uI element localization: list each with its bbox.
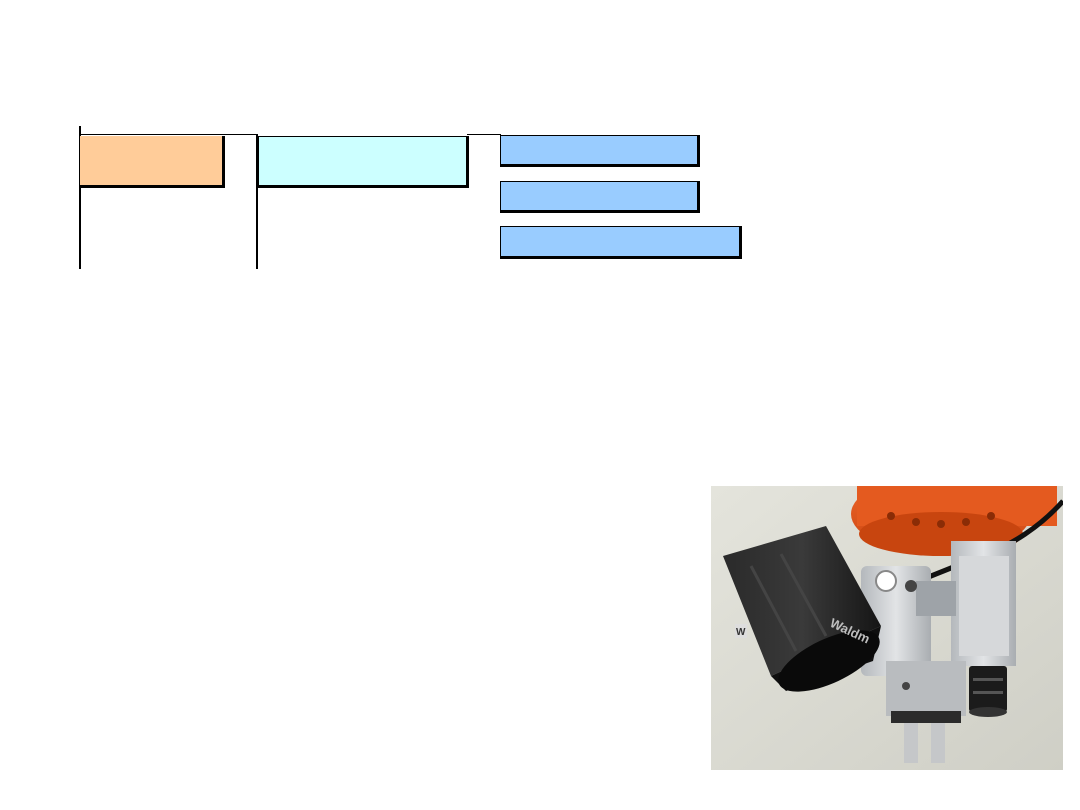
root-vertical-line <box>79 126 81 269</box>
child-to-leaf-connector <box>467 134 501 135</box>
robot-flange-icon <box>851 486 1057 556</box>
svg-text:W: W <box>736 627 746 638</box>
lamp-icon: W Waldm <box>723 526 881 692</box>
aluminium-mount-icon <box>861 541 1016 676</box>
gripper-icon <box>886 661 966 763</box>
root-top-connector <box>79 134 257 135</box>
child-box <box>258 136 469 188</box>
child-vertical-line <box>256 134 258 269</box>
leaf-box <box>500 181 700 213</box>
leaf-box <box>500 135 700 167</box>
leaf-box <box>500 226 742 259</box>
root-box <box>80 136 225 188</box>
camera-lens-icon <box>969 666 1007 717</box>
robot-camera-photo: W Waldm <box>711 486 1063 770</box>
